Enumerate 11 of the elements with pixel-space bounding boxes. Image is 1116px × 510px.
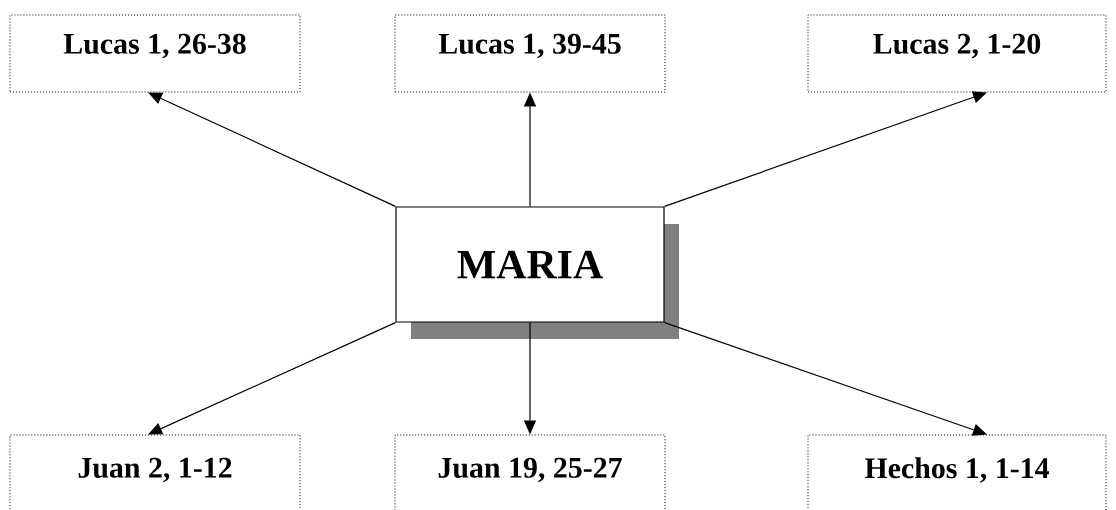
reference-box: Lucas 1, 39-45 [394, 14, 666, 93]
center-box: MARIA [395, 206, 665, 323]
reference-box: Lucas 1, 26-38 [9, 14, 301, 93]
reference-box: Lucas 2, 1-20 [807, 14, 1107, 93]
reference-box: Juan 2, 1-12 [9, 434, 301, 510]
arrow [664, 322, 987, 436]
reference-box: Hechos 1, 1-14 [807, 434, 1107, 510]
reference-box: Juan 19, 25-27 [394, 434, 666, 510]
arrow [148, 92, 396, 207]
arrow [664, 91, 987, 207]
arrow [148, 322, 396, 435]
